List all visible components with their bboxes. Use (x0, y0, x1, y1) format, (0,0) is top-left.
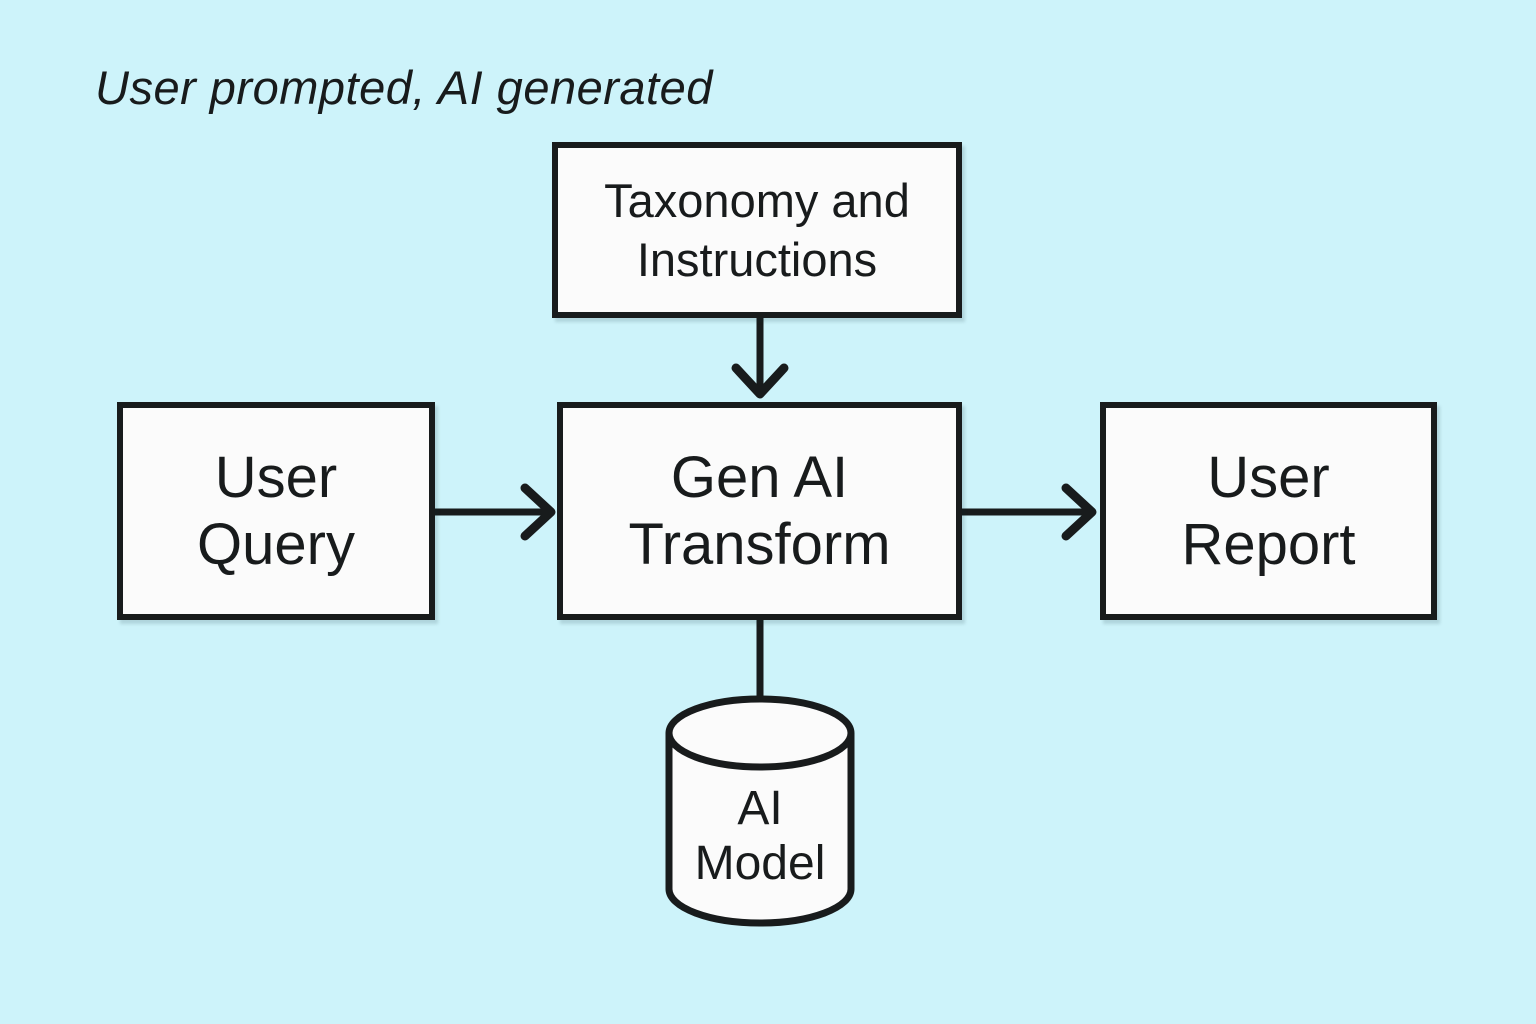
user-report-label-line1: User (1207, 445, 1330, 510)
cylinder-top (665, 695, 855, 771)
node-taxonomy-and-instructions: Taxonomy and Instructions (552, 142, 962, 318)
cylinder-body (665, 733, 855, 927)
edge-query-to-transform (433, 483, 556, 541)
edge-taxonomy-to-transform (731, 315, 789, 399)
gen-ai-label-line2: Transform (628, 512, 891, 577)
ai-model-label-line2: Model (695, 837, 826, 890)
node-user-report: User Report (1100, 402, 1437, 620)
user-report-label-line2: Report (1181, 512, 1356, 577)
taxonomy-label-line1: Taxonomy and (604, 174, 910, 227)
user-query-label-line2: Query (197, 512, 355, 577)
user-query-label-line1: User (214, 445, 338, 510)
gen-ai-label-line1: Gen AI (670, 445, 849, 510)
taxonomy-label-line2: Instructions (636, 233, 878, 286)
diagram-title: User prompted, AI generated (95, 61, 713, 114)
node-ai-model: AI Model (665, 695, 855, 927)
ai-model-label-line1: AI (737, 782, 782, 835)
node-user-query: User Query (117, 402, 435, 620)
edge-transform-to-report (960, 483, 1097, 541)
node-gen-ai-transform: Gen AI Transform (557, 402, 962, 620)
